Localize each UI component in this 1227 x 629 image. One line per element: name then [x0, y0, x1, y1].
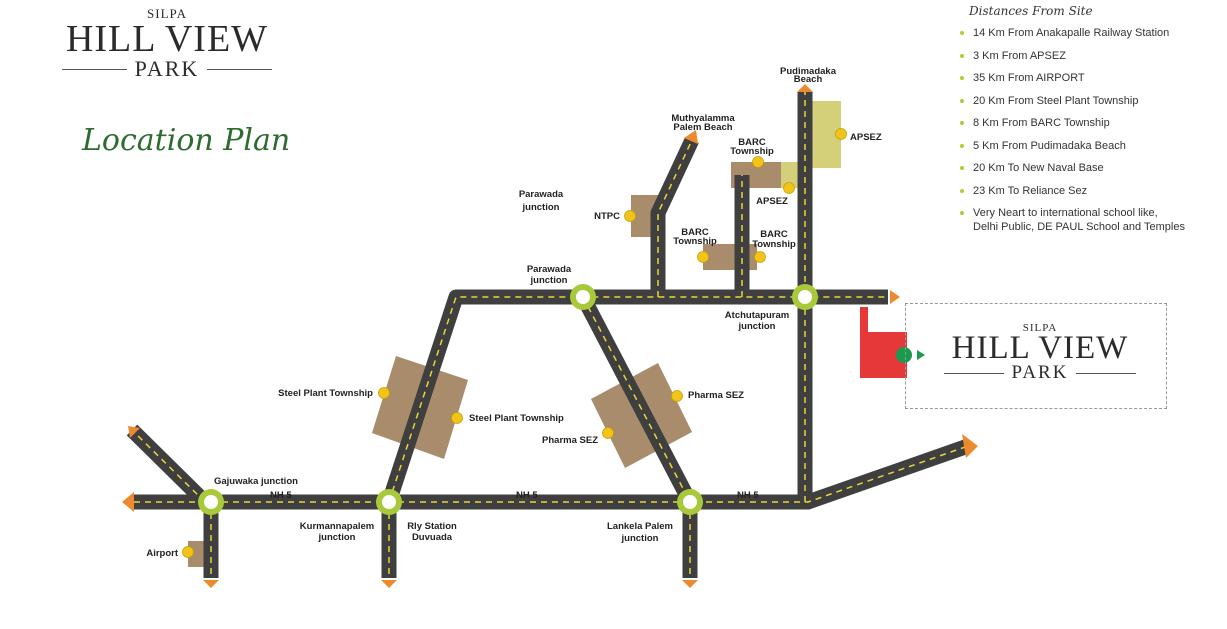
site-pin-icon — [896, 347, 925, 363]
lankela-label-2: junction — [621, 533, 659, 544]
list-item: 23 Km To Reliance Sez — [960, 184, 1220, 198]
pharma-sez-marker-1 — [671, 390, 683, 402]
barc-marker-top — [752, 156, 764, 168]
steel-plant-label-2: Steel Plant Township — [469, 413, 564, 424]
pharma-sez-label-1: Pharma SEZ — [688, 390, 744, 401]
arrow-north-pudimadaka — [797, 84, 813, 92]
apsez-label: APSEZ — [850, 132, 882, 143]
barc-top-label-2: Township — [730, 146, 774, 157]
site-logo-hill-view: HILL VIEW — [951, 330, 1129, 366]
apsez-zone-small — [776, 162, 798, 188]
pudimadaka-label-2: Beach — [794, 74, 823, 85]
barc-left-label-1: BARC — [681, 227, 709, 238]
parawada-label-1: Parawada — [527, 264, 572, 275]
distances-heading: Distances From Site — [969, 4, 1093, 18]
road-arrows — [122, 84, 978, 588]
apsez-marker — [835, 128, 847, 140]
steel-plant-label-1: Steel Plant Township — [278, 388, 373, 399]
airport-marker — [182, 546, 194, 558]
roads — [126, 92, 971, 578]
distances-panel: Distances From Site 14 Km From Anakapall… — [960, 4, 1220, 243]
arrow-north-muthyalamma — [684, 130, 698, 144]
pharma-sez-label-2: Pharma SEZ — [542, 435, 598, 446]
parawada-label-2: junction — [530, 275, 568, 286]
nh5-label-2: NH 5 — [516, 490, 538, 501]
arrow-south-airport — [203, 580, 219, 588]
kurmannapalem-label-2: junction — [318, 532, 356, 543]
distances-list: 14 Km From Anakapalle Railway Station 3 … — [960, 26, 1220, 234]
brand-hill-view: HILL VIEW — [65, 18, 269, 60]
gajuwaka-label: Gajuwaka junction — [214, 476, 298, 487]
steel-plant-marker-1 — [378, 387, 390, 399]
arrow-northeast — [962, 434, 978, 458]
lankela-junction-node — [677, 489, 703, 515]
list-item: 3 Km From APSEZ — [960, 49, 1220, 63]
list-item: 8 Km From BARC Township — [960, 116, 1220, 130]
map-labels: NH 5 NH 5 NH 5 Gajuwaka junction Kurmann… — [146, 66, 882, 559]
kurmannapalem-label-1: Kurmannapalem — [300, 521, 374, 532]
list-item: 20 Km From Steel Plant Township — [960, 94, 1220, 108]
arrow-west — [122, 492, 134, 512]
list-item-continued: Delhi Public, DE PAUL School and Temples — [973, 221, 1185, 233]
apsez-small-label: APSEZ — [756, 196, 788, 207]
site-logo: SILPA HILL VIEW PARK — [940, 322, 1140, 384]
list-item: 35 Km From AIRPORT — [960, 71, 1220, 85]
muthyalamma-label-2: Palem Beach — [673, 122, 732, 133]
brand-silpa: SILPA — [147, 6, 187, 21]
parawada-top-label-2: junction — [522, 202, 560, 213]
airport-zone — [188, 541, 204, 567]
nh5-label-1: NH 5 — [270, 490, 292, 501]
barc-right-label-1: BARC — [760, 229, 788, 240]
arrow-east-site — [890, 290, 900, 304]
rly-label-2: Duvuada — [412, 532, 453, 543]
nh5-label-3: NH 5 — [737, 490, 759, 501]
barc-marker-right — [754, 251, 766, 263]
brand-park: PARK — [134, 56, 200, 81]
steel-plant-marker-2 — [451, 412, 463, 424]
list-item: 14 Km From Anakapalle Railway Station — [960, 26, 1220, 40]
barc-left-label-2: Township — [673, 236, 717, 247]
airport-label: Airport — [146, 548, 179, 559]
ntpc-marker — [624, 210, 636, 222]
site-logo-park: PARK — [1011, 362, 1069, 383]
site-plot — [860, 307, 907, 378]
list-item: 20 Km To New Naval Base — [960, 161, 1220, 175]
achutapuram-label-2: junction — [738, 321, 776, 332]
barc-top-label-1: BARC — [738, 137, 766, 148]
site-logo-silpa: SILPA — [1022, 322, 1058, 334]
parawada-junction-node — [570, 284, 596, 310]
muthyalamma-label-1: Muthyalamma — [671, 113, 735, 124]
ntpc-label: NTPC — [594, 211, 620, 222]
gajuwaka-junction-node — [198, 489, 224, 515]
lankela-label-1: Lankela Palem — [607, 521, 673, 532]
list-item: 5 Km From Pudimadaka Beach — [960, 139, 1220, 153]
rly-label-1: Rly Station — [407, 521, 457, 532]
pharma-sez-marker-2 — [602, 427, 614, 439]
list-item: Very Neart to international school like, — [960, 206, 1220, 220]
apsez-marker-small — [783, 182, 795, 194]
arrow-south-lankela — [682, 580, 698, 588]
achutapuram-label-1: Atchutapuram — [725, 310, 789, 321]
page-title: Location Plan — [82, 123, 291, 158]
pudimadaka-label-1: Pudimadaka — [780, 66, 837, 77]
brand-logo: SILPA HILL VIEW PARK — [62, 6, 272, 82]
arrow-south-rly — [381, 580, 397, 588]
achutapuram-junction-node — [792, 284, 818, 310]
barc-right-label-2: Township — [752, 239, 796, 250]
kurmannapalem-junction-node — [376, 489, 402, 515]
barc-marker-left — [697, 251, 709, 263]
parawada-top-label-1: Parawada — [519, 189, 564, 200]
arrow-northwest — [128, 426, 140, 438]
site-box — [905, 303, 1167, 409]
